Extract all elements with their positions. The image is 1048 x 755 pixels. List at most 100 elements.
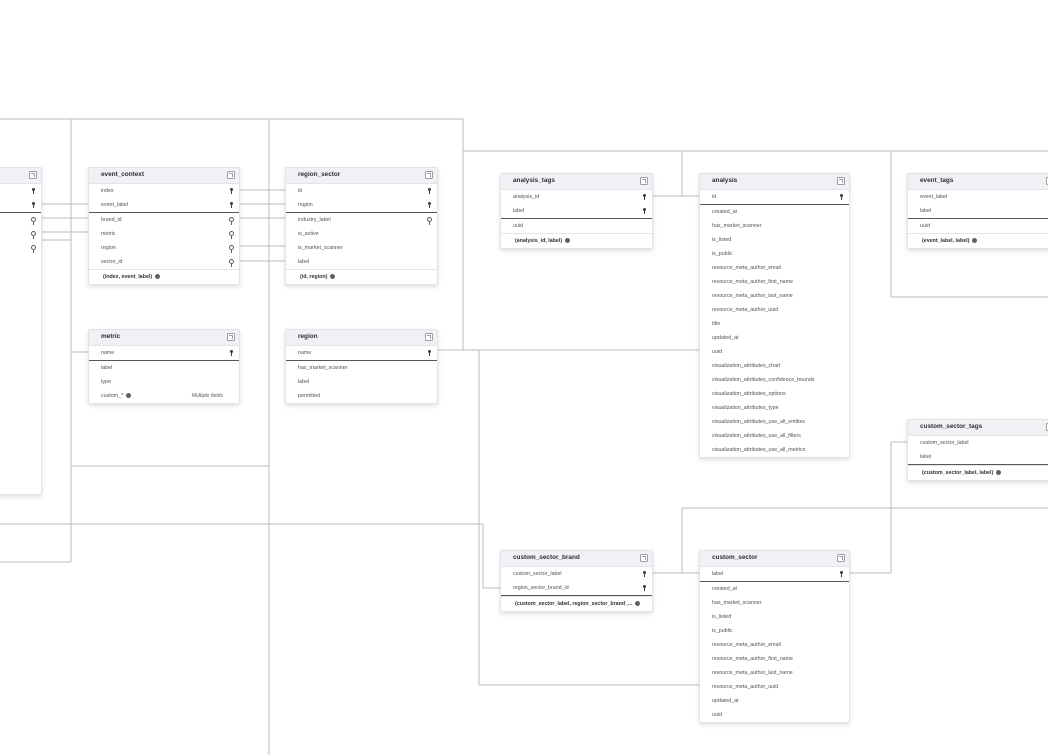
field-row[interactable]: industry_label	[286, 213, 437, 227]
unique-constraint-row[interactable]: (analysis_id, label)	[501, 233, 652, 248]
field-row[interactable]: custom_*Multiple fields	[89, 389, 239, 403]
open-external-icon[interactable]	[227, 333, 235, 341]
field-row[interactable]: type	[89, 375, 239, 389]
open-external-icon[interactable]	[837, 177, 845, 185]
info-icon[interactable]	[996, 470, 1002, 476]
field-row[interactable]: brand_id	[89, 213, 239, 227]
field-row[interactable]: label	[700, 567, 849, 582]
field-row[interactable]: resource_meta_author_first_name	[700, 652, 849, 666]
table-header[interactable]: custom_sector_tags	[908, 420, 1048, 436]
table-header[interactable]: analysis	[700, 174, 849, 190]
field-row[interactable]: is_public	[700, 624, 849, 638]
field-row[interactable]: region_sector_brand_id	[501, 581, 652, 596]
field-row[interactable]: event_label	[89, 198, 239, 213]
table-header[interactable]: region	[286, 330, 437, 346]
field-row[interactable]: metric	[89, 227, 239, 241]
field-row[interactable]: resource_meta_author_last_name	[700, 289, 849, 303]
unique-constraint-row[interactable]: (custom_sector_label, label)	[908, 465, 1048, 480]
field-row[interactable]: is_market_scanner	[286, 241, 437, 255]
open-external-icon[interactable]	[640, 554, 648, 562]
open-external-icon[interactable]	[425, 171, 433, 179]
open-external-icon[interactable]	[227, 171, 235, 179]
open-external-icon[interactable]	[837, 554, 845, 562]
open-external-icon[interactable]	[640, 177, 648, 185]
field-row[interactable]: is_public	[700, 247, 849, 261]
field-row[interactable]: label	[89, 361, 239, 375]
field-row[interactable]: custom_sector_label	[908, 436, 1048, 450]
field-row[interactable]: id	[286, 184, 437, 198]
field-row[interactable]: permitted	[286, 389, 437, 403]
field-row[interactable]	[0, 198, 41, 213]
field-row[interactable]: resource_meta_author_email	[700, 261, 849, 275]
table-header[interactable]	[0, 168, 41, 184]
field-row[interactable]: updated_at	[700, 694, 849, 708]
field-row[interactable]: label	[908, 204, 1048, 219]
field-row[interactable]: visualization_attributes_use_all_entitie…	[700, 415, 849, 429]
field-row[interactable]: region	[89, 241, 239, 255]
table-header[interactable]: custom_sector	[700, 551, 849, 567]
table-header[interactable]: event_context	[89, 168, 239, 184]
field-row[interactable]: visualization_attributes_confidence_boun…	[700, 373, 849, 387]
field-row[interactable]	[0, 184, 41, 198]
field-row[interactable]: visualization_attributes_options	[700, 387, 849, 401]
unique-constraint-row[interactable]: (id, region)	[286, 269, 437, 284]
field-row[interactable]: analysis_id	[501, 190, 652, 204]
field-row[interactable]: region	[286, 198, 437, 213]
open-external-icon[interactable]	[1046, 177, 1048, 185]
field-row[interactable]: uuid	[700, 345, 849, 359]
info-icon[interactable]	[635, 601, 641, 607]
field-row[interactable]: uuid	[501, 219, 652, 233]
field-row[interactable]	[0, 241, 41, 255]
table-header[interactable]: analysis_tags	[501, 174, 652, 190]
open-external-icon[interactable]	[29, 171, 37, 179]
field-row[interactable]: is_listed	[700, 610, 849, 624]
info-icon[interactable]	[972, 238, 978, 244]
info-icon[interactable]	[330, 274, 336, 280]
table-header[interactable]: event_tags	[908, 174, 1048, 190]
field-row[interactable]: label	[501, 204, 652, 219]
field-row[interactable]: created_at	[700, 582, 849, 596]
unique-constraint-row[interactable]: (event_label, label)	[908, 233, 1048, 248]
field-row[interactable]: id	[700, 190, 849, 205]
info-icon[interactable]	[565, 238, 571, 244]
field-row[interactable]	[0, 227, 41, 241]
table-partial-left[interactable]	[0, 167, 42, 495]
field-row[interactable]: label	[286, 375, 437, 389]
field-row[interactable]: title	[700, 317, 849, 331]
field-row[interactable]: updated_at	[700, 331, 849, 345]
field-row[interactable]: visualization_attributes_use_all_metrics	[700, 443, 849, 457]
unique-constraint-row[interactable]: (index, event_label)	[89, 269, 239, 284]
field-row[interactable]: index	[89, 184, 239, 198]
field-row[interactable]: visualization_attributes_chart	[700, 359, 849, 373]
field-row[interactable]: resource_meta_author_uuid	[700, 680, 849, 694]
field-row[interactable]: has_market_scanner	[700, 596, 849, 610]
field-row[interactable]: name	[286, 346, 437, 361]
field-row[interactable]: uuid	[908, 219, 1048, 233]
field-row[interactable]: label	[286, 255, 437, 269]
field-row[interactable]: event_label	[908, 190, 1048, 204]
field-row[interactable]: uuid	[700, 708, 849, 722]
open-external-icon[interactable]	[1046, 423, 1048, 431]
field-row[interactable]: visualization_attributes_type	[700, 401, 849, 415]
field-row[interactable]: resource_meta_author_first_name	[700, 275, 849, 289]
table-header[interactable]: region_sector	[286, 168, 437, 184]
table-header[interactable]: metric	[89, 330, 239, 346]
field-row[interactable]: sector_id	[89, 255, 239, 269]
info-icon[interactable]	[126, 393, 132, 399]
field-row[interactable]: resource_meta_author_last_name	[700, 666, 849, 680]
field-row[interactable]: is_active	[286, 227, 437, 241]
info-icon[interactable]	[155, 274, 161, 280]
field-row[interactable]	[0, 213, 41, 227]
field-row[interactable]: has_market_scanner	[286, 361, 437, 375]
